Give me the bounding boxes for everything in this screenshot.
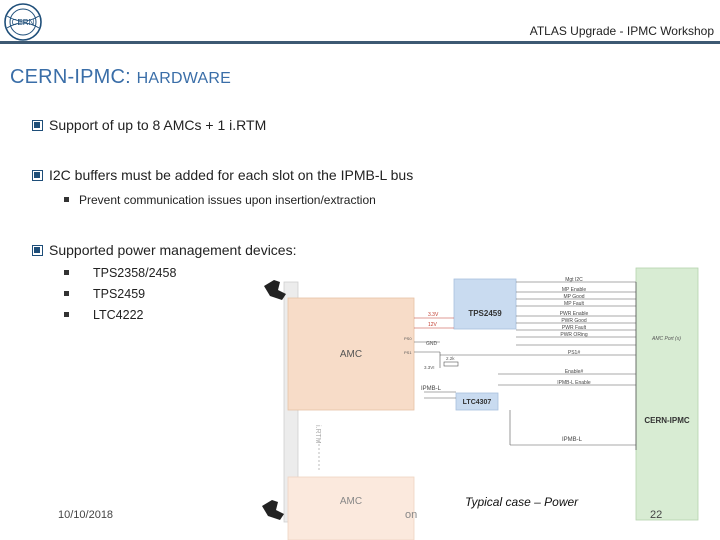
v33-label: 3.3V (428, 312, 439, 318)
sub-bullet-prevent: Prevent communication issues upon insert… (64, 193, 376, 207)
square-bullet-icon (64, 197, 69, 202)
amc2-label: AMC (340, 496, 362, 507)
square-bullet-icon (64, 270, 69, 275)
header-rule (0, 41, 720, 44)
checkbox-bullet-icon (32, 120, 43, 131)
signal-label: MP Enable (562, 287, 587, 293)
ltc4307-block (455, 392, 499, 411)
slide-title: CERN-IPMC: HARDWARE (10, 66, 231, 89)
handle-icon (262, 280, 286, 520)
diagram-caption: Typical case – Power (465, 495, 579, 509)
bullet-power-devices: Supported power management devices: (32, 242, 296, 258)
rtm-label: i.RTM (314, 425, 321, 444)
device-list: TPS2358/2458 TPS2459 LTC4222 (64, 266, 176, 329)
signal-label: IPMB-L Enable (557, 380, 591, 386)
signal-label: PWR ORing (560, 332, 587, 338)
signal-label: MP Fault (564, 301, 585, 307)
ipmbl-left-label: IPMB-L (421, 386, 442, 392)
signal-label: MP Good (563, 294, 584, 300)
bullet-i2c-buffers: I2C buffers must be added for each slot … (32, 167, 413, 183)
logo-text: CERN (12, 18, 35, 27)
signal-label: Mgt I2C (565, 277, 583, 283)
signal-label: PWR Fault (562, 325, 587, 331)
square-bullet-icon (64, 291, 69, 296)
square-bullet-icon (64, 312, 69, 317)
device-item: LTC4222 (64, 308, 176, 329)
ps1-label: PS1 (404, 350, 412, 355)
tps2459-block (453, 278, 517, 330)
footer-mid-text: on (405, 509, 418, 521)
v33vi-label: 3.3VI (424, 365, 435, 370)
ps0-label: PS0 (404, 336, 412, 341)
signal-label: PWR Enable (560, 311, 589, 317)
amc2-block (287, 476, 415, 540)
ltc-label: LTC4307 (463, 399, 492, 406)
checkbox-bullet-icon (32, 245, 43, 256)
amc-port-label: AMC Port (x) (651, 336, 681, 342)
bullet-amc-support: Support of up to 8 AMCs + 1 i.RTM (32, 117, 266, 133)
slide-title-main: CERN-IPMC: (10, 66, 137, 88)
slide-title-sub: HARDWARE (136, 70, 231, 87)
device-item: TPS2459 (64, 287, 176, 308)
signal-label: Enable# (565, 369, 584, 375)
cern-ipmc-label: CERN-IPMC (644, 416, 690, 425)
cern-logo: CERN (4, 3, 42, 41)
ipmbl-bottom-label: IPMB-L (562, 437, 583, 443)
gnd-label: GND (426, 341, 438, 347)
signal-label: PS1# (568, 350, 580, 356)
header-title: ATLAS Upgrade - IPMC Workshop (529, 24, 714, 38)
signal-label: PWR Good (561, 318, 587, 324)
device-item: TPS2358/2458 (64, 266, 176, 287)
amc-label: AMC (340, 349, 362, 360)
cern-ipmc-block (635, 267, 699, 521)
page-number: 22 (650, 509, 663, 521)
checkbox-bullet-icon (32, 170, 43, 181)
footer-date: 10/10/2018 (58, 509, 114, 521)
r22k-label: 2.2k (446, 356, 455, 361)
amc-block (287, 297, 415, 411)
tps-label: TPS2459 (468, 309, 502, 318)
v12-label: 12V (428, 322, 438, 328)
